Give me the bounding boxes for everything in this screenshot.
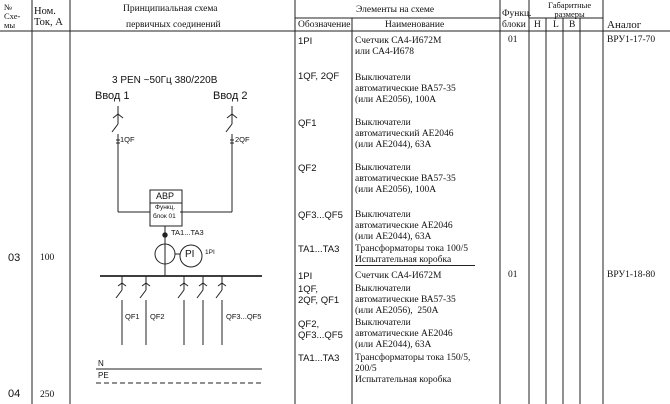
header-designation: Обозначение <box>298 20 351 30</box>
designation-cell: 1PI <box>298 271 313 282</box>
breaker-1qf-label: 1QF <box>120 135 135 144</box>
header-nominal-current: Ном. Ток, А <box>34 6 63 28</box>
name-cell: Выключатели автоматические АЕ2046 (или А… <box>355 210 453 242</box>
scheme-number: 03 <box>8 252 21 264</box>
name-cell: Выключатели автоматические ВА57-35 (или … <box>355 284 456 316</box>
feeder-qf2-label: QF2 <box>150 312 165 321</box>
analog-value: ВРУ1-17-70 <box>607 35 656 45</box>
func-block-value: 01 <box>508 270 518 280</box>
breaker-2qf-label: 2QF <box>235 135 250 144</box>
feeder-qf3-5-label: QF3...QF5 <box>226 312 262 321</box>
designation-cell: 1QF, 2QF <box>298 71 340 82</box>
nominal-current-value: 250 <box>40 390 55 400</box>
header-primary-scheme-2: первичных соединений <box>126 20 221 30</box>
header-analog: Аналог <box>607 19 642 31</box>
name-cell: Счетчик СА4-И672М или СА4-И678 <box>355 36 442 57</box>
pe-label: PE <box>98 371 109 380</box>
avr-label: АВР <box>156 191 175 201</box>
designation-cell: QF2 <box>298 163 317 174</box>
name-cell: Выключатели автоматические АЕ2046 (или А… <box>355 318 453 350</box>
avr-sub1-label: Функц. <box>155 204 176 211</box>
name-cell: Счетчик СА4-И672М <box>355 271 442 281</box>
meter-label: PI <box>185 249 195 260</box>
designation-cell: TA1...TA3 <box>298 353 340 364</box>
designation-cell: 1PI <box>298 36 313 47</box>
designation-cell: 1QF, 2QF, QF1 <box>298 284 340 306</box>
analog-value: ВРУ1-18-80 <box>607 270 656 280</box>
name-cell: Выключатели автоматические ВА57-35 (или … <box>355 73 456 105</box>
header-primary-scheme-1: Принципиальная схема <box>123 4 218 14</box>
header-func-blocks: Функц. блоки <box>502 9 532 30</box>
neutral-label: N <box>98 359 104 368</box>
designation-cell: TA1...TA3 <box>298 244 340 255</box>
name-cell: Трансформаторы тока 150/5, 200/5 Испытат… <box>355 353 471 385</box>
name-cell: Выключатели автоматический АЕ2046 (или А… <box>355 118 454 150</box>
header-scheme-no: № Схе- мы <box>4 2 21 30</box>
header-elements: Элементы на схеме <box>356 5 435 15</box>
header-dim-h: Н <box>534 20 541 30</box>
header-dimensions: Габаритные размеры <box>548 0 592 19</box>
designation-cell: QF3...QF5 <box>298 210 343 221</box>
input-2-label: Ввод 2 <box>213 90 248 102</box>
nominal-current-value: 100 <box>40 253 55 263</box>
input-1-label: Ввод 1 <box>95 90 130 102</box>
designation-cell: QF1 <box>298 118 317 129</box>
header-dim-l: L <box>553 20 559 30</box>
scheme-number: 04 <box>8 388 21 400</box>
designation-cell: QF2, QF3...QF5 <box>298 319 343 341</box>
header-name: Наименование <box>385 20 445 30</box>
header-dim-b: В <box>569 20 576 30</box>
row-divider <box>355 265 475 266</box>
meter-1pi-label: 1PI <box>205 249 215 256</box>
supply-label: 3 PEN ~50Гц 380/220В <box>112 75 218 86</box>
name-cell: Трансформаторы тока 100/5 Испытательная … <box>355 244 469 265</box>
feeder-qf1-label: QF1 <box>125 312 140 321</box>
func-block-value: 01 <box>508 35 518 45</box>
ta-label: TA1...TA3 <box>171 228 204 237</box>
name-cell: Выключатели автоматические ВА57-35 (или … <box>355 163 456 195</box>
avr-sub2-label: блок 01 <box>153 213 176 220</box>
